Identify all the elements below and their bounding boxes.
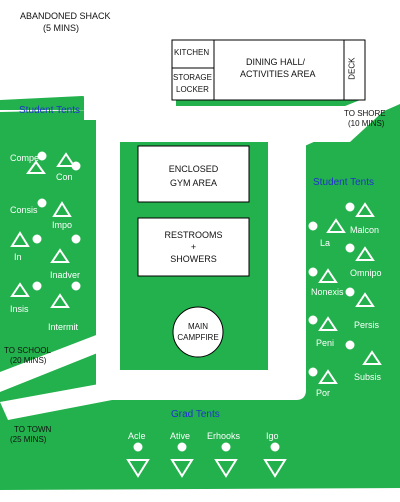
tent-label: Peni [316,338,335,348]
tent-label: Intermit [48,322,79,332]
road-to-town [0,382,112,420]
town-time: (25 MINS) [10,435,47,444]
shore-time: (10 MINS) [348,119,385,128]
tent-label: Subsis [354,372,382,382]
campfire-label: MAIN [188,322,208,331]
tent-label: Compe [10,153,40,163]
tent-label: Malcon [350,225,380,235]
grad-tent-label: Ative [170,431,191,441]
tent-label: Insis [10,304,29,314]
left-tent-marks [10,151,81,308]
gym-label: ENCLOSED [168,164,219,174]
restroom-label-3: SHOWERS [170,254,217,264]
tent-label: Omnipo [350,268,382,278]
left-section-label: Student Tents [19,105,80,116]
dining-label-2: ACTIVITIES AREA [240,69,316,79]
restroom-label: RESTROOMS [164,230,223,240]
restroom-box [137,217,250,277]
school-time: (20 MINS) [10,356,47,365]
tent-label: Inadver [50,270,81,280]
tent-label: Impo [52,220,73,230]
road-to-shore [290,84,400,148]
campfire-label-2: CAMPFIRE [177,333,219,342]
campfire-circle [172,306,224,358]
gym-label-2: GYM AREA [169,178,217,188]
top-grass [0,96,96,110]
grad-tent-label: Acle [128,431,146,441]
top-right-grass [176,99,400,106]
right-tent-marks [308,202,382,384]
restroom-label-2: + [190,242,197,252]
tent-label: La [320,238,331,248]
storage-label: STORAGE [173,73,212,82]
grad-tent-label: Igo [266,431,279,441]
tent-label: Consis [10,205,38,215]
kitchen-label: KITCHEN [174,48,210,57]
grad-tent-marks [126,442,287,478]
road-loop [100,108,306,400]
grad-tent-label: Erhooks [207,431,241,441]
tent-label: Con [56,172,73,182]
building-outline [171,39,366,101]
tent-label: Persis [354,320,380,330]
tent-label: In [14,252,22,262]
town-label: TO TOWN [14,425,52,434]
grad-section-label: Grad Tents [171,409,220,420]
tent-label: Por [316,388,331,398]
right-section-label: Student Tents [313,177,374,188]
gym-box [137,145,250,203]
shore-label: TO SHORE [344,109,386,118]
road-to-school [0,332,110,392]
road-top-left [84,96,100,120]
left-grass [0,110,96,398]
dining-label: DINING HALL/ [246,57,306,67]
tent-label: Nonexis [311,287,344,297]
bottom-grass [0,398,400,490]
deck-label: DECK [347,57,357,80]
locker-label: LOCKER [176,85,209,94]
shack-label: ABANDONED SHACK [20,11,111,21]
school-label: TO SCHOOL [4,346,51,355]
shack-time: (5 MINS) [43,23,79,33]
